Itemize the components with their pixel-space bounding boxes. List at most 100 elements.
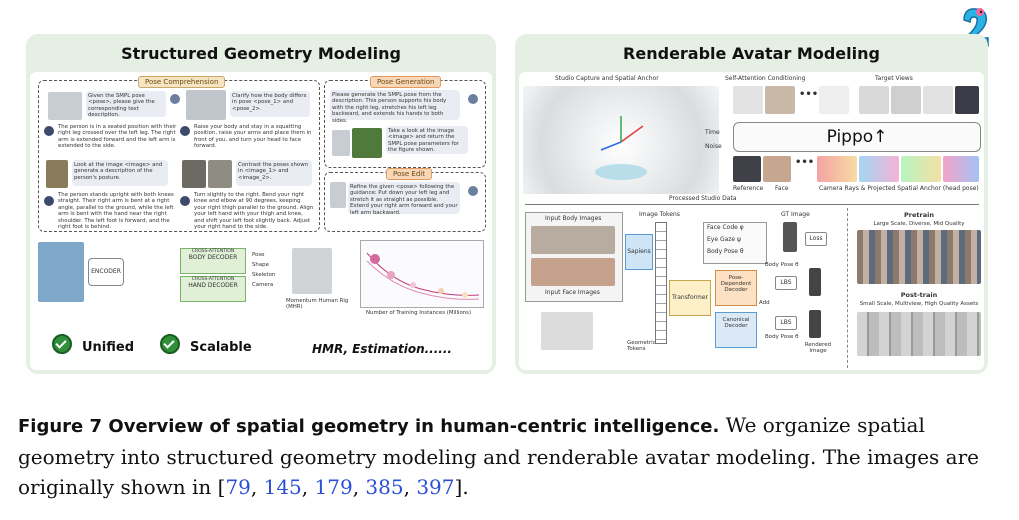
citation-link[interactable]: 397 [416, 475, 455, 499]
chat-bubble [386, 126, 468, 154]
body-template-mesh [541, 312, 593, 350]
caption-text: We organize spatial geometry into struct… [18, 413, 979, 499]
citation-link[interactable]: 385 [365, 475, 404, 499]
lbs-block-1: LBS [775, 276, 797, 290]
user-avatar [170, 94, 180, 104]
face-image [763, 156, 791, 182]
input-body-label: Input Body Images [545, 215, 602, 222]
pose-generation-tag: Pose Generation [370, 76, 442, 88]
comprehension-text-5: Look at the image <image> and generate a… [74, 162, 163, 181]
output-pose: Pose [252, 252, 265, 258]
input-photo [38, 242, 84, 302]
posttrain-images [857, 312, 981, 356]
hand-decoder-label: HAND DECODER [188, 282, 238, 289]
body-pose-b-label: Body Pose θ [765, 334, 799, 340]
assistant-avatar [180, 196, 190, 206]
user-avatar [468, 94, 478, 104]
scaling-chart [360, 240, 484, 308]
pose-render-image [48, 92, 82, 120]
generation-text-2: Take a look at the image <image> and ret… [388, 128, 459, 154]
pretrain-images [857, 230, 981, 284]
studio-capture-dome [523, 86, 719, 194]
caption-label: Figure 7 [18, 416, 103, 437]
pose-render-image [332, 130, 350, 156]
target-views-label: Target Views [875, 75, 913, 82]
camera-rays-label: Camera Rays & Projected Spatial Anchor (… [819, 185, 979, 192]
conditioning-thumb [765, 86, 795, 114]
canonical-decoder: Canonical Decoder [715, 312, 757, 348]
face-images [531, 258, 615, 286]
rig-caption: Momentum Human Rig (MHR) [286, 298, 349, 311]
camera-ray-map [943, 156, 979, 182]
comprehension-text-7: The person stands upright with both knee… [58, 192, 174, 231]
check-icon [52, 334, 72, 354]
panel-content: Pose Comprehension Given the SMPL pose <… [30, 72, 492, 370]
input-face-label: Input Face Images [545, 289, 600, 296]
output-skeleton: Skeleton [252, 272, 276, 278]
eye-gaze-label: Eye Gaze ψ [707, 236, 741, 243]
panel-content: Studio Capture and Spatial Anchor Self-A… [519, 72, 984, 370]
camera-ray-map [817, 156, 857, 182]
body-pose-label: Body Pose θ [707, 248, 744, 255]
studio-label: Studio Capture and Spatial Anchor [555, 75, 659, 82]
chat-bubble [86, 91, 166, 117]
pose-comprehension-tag: Pose Comprehension [138, 76, 226, 88]
cross-attention-label: CROSS-ATTENTION [191, 249, 235, 254]
output-shape: Shape [252, 262, 269, 268]
conditioning-thumb [819, 86, 849, 114]
encoder-block: ENCODER [88, 258, 124, 286]
divider [525, 204, 979, 205]
citation-link[interactable]: 79 [225, 475, 251, 499]
camera-rig-graphic [595, 116, 647, 180]
posttrain-title: Post-train [900, 291, 938, 299]
output-camera: Camera [252, 282, 274, 288]
person-photo [352, 128, 382, 158]
target-view [859, 86, 889, 114]
citation-link[interactable]: 179 [314, 475, 353, 499]
comprehension-text-3: The person is in a seated position with … [58, 124, 177, 150]
reference-label: Reference [733, 185, 764, 192]
pippo-block: Pippo↑ [733, 122, 981, 152]
user-avatar [468, 186, 478, 196]
person-photo [46, 160, 68, 188]
reference-image [733, 156, 761, 182]
camera-ray-map [859, 156, 899, 182]
pretrain-subtitle: Large Scale, Diverse, Mid Quality [873, 221, 965, 227]
rendered-figure [809, 310, 821, 338]
caption-end: ]. [454, 475, 469, 499]
cross-attention-label: CROSS-ATTENTION [191, 277, 235, 282]
conditioning-thumb [733, 86, 763, 114]
panel-title: Structured Geometry Modeling [121, 44, 401, 63]
comprehension-text-6: Contrast the poses shown in <image_1> an… [238, 162, 309, 181]
face-code-label: Face Code φ [707, 224, 744, 231]
assistant-avatar [44, 196, 54, 206]
token-stack [655, 222, 667, 344]
gt-image [783, 222, 797, 252]
target-view [955, 86, 979, 114]
assistant-avatar [180, 126, 190, 136]
target-view [923, 86, 953, 114]
body-images [531, 226, 615, 254]
body-rig-render [292, 248, 332, 294]
person-photo [182, 160, 206, 188]
scaling-curves [366, 252, 480, 300]
chat-bubble [348, 182, 460, 214]
chat-bubble [230, 91, 310, 117]
chart-xlabel: Number of Training Instances (Millions) [366, 310, 472, 316]
scalable-badge: Scalable [190, 340, 252, 355]
unified-badge: Unified [82, 340, 135, 355]
chat-bubble [236, 160, 312, 186]
gt-image-label: GT Image [781, 211, 810, 218]
comprehension-text-4: Raise your body and stay in a squatting … [194, 124, 312, 150]
pose-render-image [330, 182, 346, 208]
chat-bubble [330, 90, 460, 120]
time-label: Time [705, 129, 720, 136]
hmr-badge: HMR, Estimation...... [312, 342, 452, 356]
comprehension-text-2: Clarify how the body differs in pose <po… [232, 93, 307, 112]
edit-text-1: Refine the given <pose> following the gu… [350, 184, 458, 216]
figure-caption: Figure 7 Overview of spatial geometry in… [18, 413, 979, 499]
comprehension-text-8: Turn slightly to the right. Bend your ri… [194, 192, 314, 231]
citation-link[interactable]: 145 [263, 475, 302, 499]
hand-decoder-block: CROSS-ATTENTION HAND DECODER [180, 276, 246, 302]
pose-dependent-decoder: Pose-Dependent Decoder [715, 270, 757, 306]
